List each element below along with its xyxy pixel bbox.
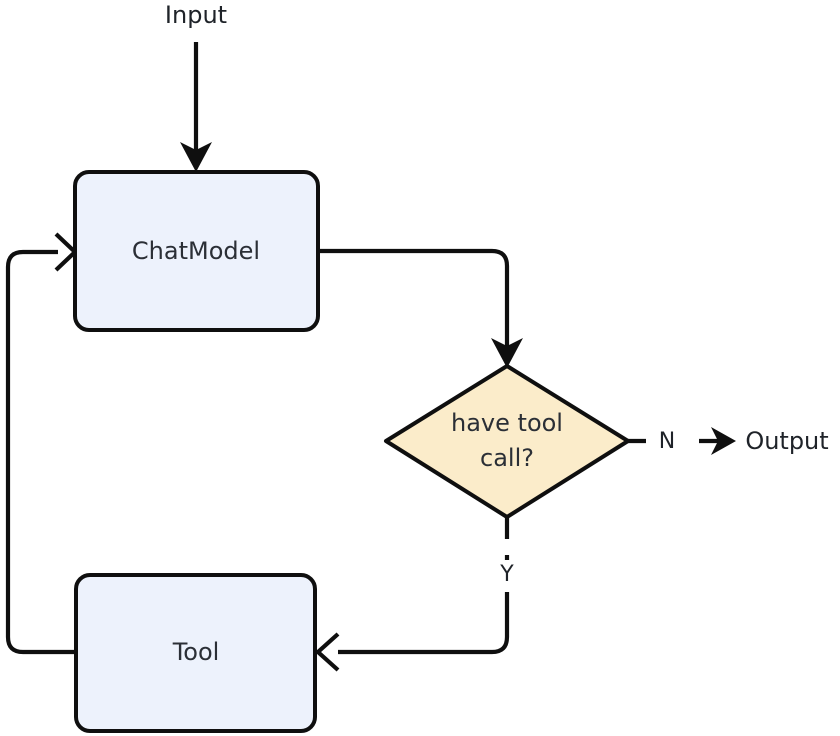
arrowhead-filled-decision-to-output (711, 427, 736, 455)
node-decision-label-line1: have tool (451, 409, 563, 437)
edge-chatmodel-to-decision (318, 248, 523, 368)
edge-input-to-chatmodel (180, 42, 212, 172)
node-chatmodel[interactable]: ChatModel (73, 170, 320, 332)
arrowhead-open-decision-to-tool (314, 632, 340, 672)
edge-decision-to-output: N (628, 427, 736, 455)
arrowhead-open-tool-to-chatmodel (54, 232, 79, 272)
node-tool-shape[interactable] (74, 573, 317, 733)
edge-line-tool-to-chatmodel (5, 249, 76, 655)
edge-label-y: Y (499, 562, 514, 587)
edge-decision-to-tool: Y (314, 517, 514, 672)
node-decision-label-line2: call? (480, 444, 534, 472)
node-input-label: Input (165, 1, 227, 29)
edge-tool-to-chatmodel (5, 232, 79, 655)
arrowhead-filled-input-to-chatmodel (180, 142, 212, 172)
node-decision-shape[interactable] (384, 364, 630, 519)
edge-line-chatmodel-to-decision (318, 248, 510, 348)
node-decision[interactable]: have tool call? (384, 364, 630, 519)
edge-line-decision-to-tool-lower (338, 592, 510, 655)
node-input: Input (165, 1, 227, 29)
node-tool[interactable]: Tool (74, 573, 317, 733)
arrowhead-filled-chatmodel-to-decision (491, 338, 523, 368)
node-output: Output (745, 427, 828, 455)
edge-label-n: N (659, 429, 675, 454)
node-output-label: Output (745, 427, 828, 455)
node-chatmodel-shape[interactable] (73, 170, 320, 332)
node-tool-label: Tool (172, 638, 220, 666)
node-chatmodel-label: ChatModel (132, 237, 260, 265)
